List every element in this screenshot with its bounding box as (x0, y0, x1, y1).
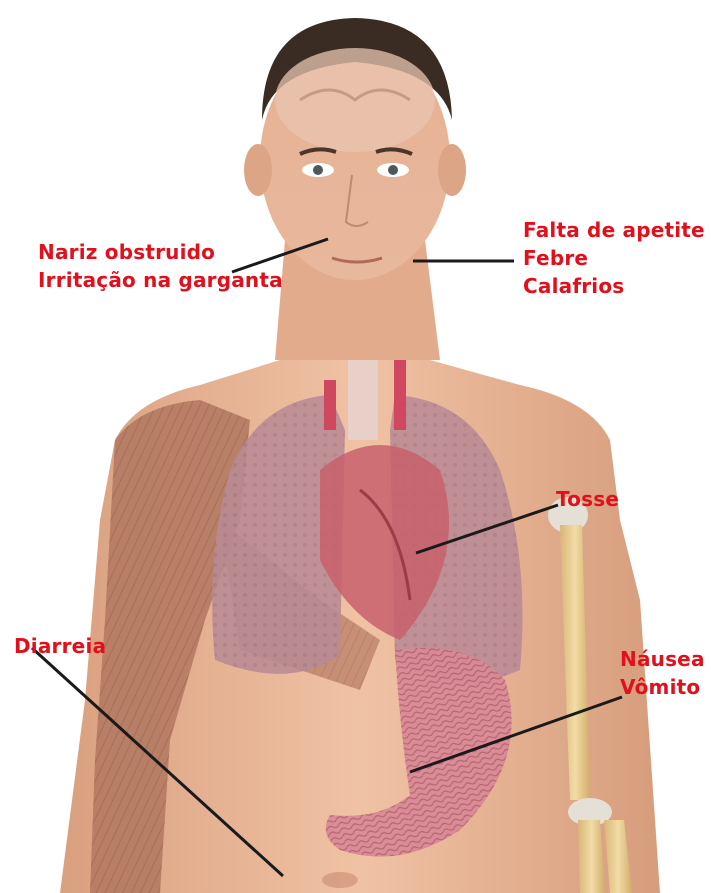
label-fever-group: Falta de apetite Febre Calafrios (523, 216, 705, 300)
label-appetite-loss: Falta de apetite (523, 216, 705, 244)
label-nausea-group: Náusea Vômito (620, 645, 705, 701)
label-diarrhea: Diarreia (14, 632, 106, 660)
label-nasal-throat: Nariz obstruido Irritação na garganta (38, 238, 283, 294)
label-sore-throat: Irritação na garganta (38, 266, 283, 294)
label-vomiting: Vômito (620, 673, 705, 701)
label-nausea: Náusea (620, 645, 705, 673)
label-chills: Calafrios (523, 272, 705, 300)
label-fever: Febre (523, 244, 705, 272)
label-cough: Tosse (556, 485, 619, 513)
label-nasal-congestion: Nariz obstruido (38, 238, 283, 266)
